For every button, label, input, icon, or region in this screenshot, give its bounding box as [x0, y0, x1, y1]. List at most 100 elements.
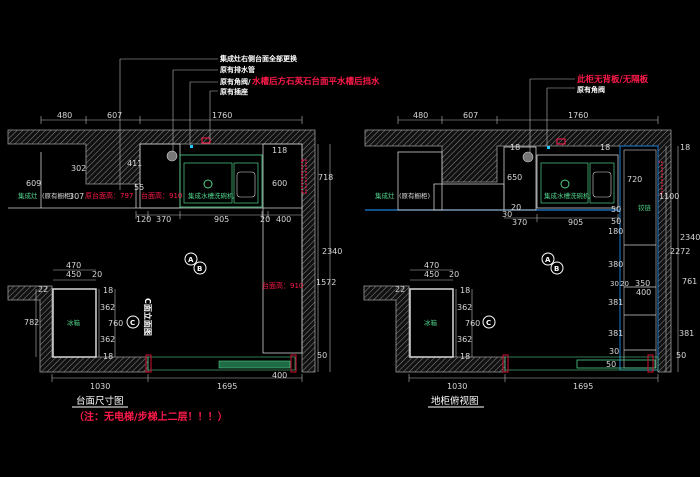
label-fridge: 冰箱: [424, 318, 438, 327]
label-old-cabinet: (原有橱柜): [399, 191, 430, 200]
section-marker-c-icon: C: [126, 315, 140, 329]
dim: 20: [449, 270, 459, 279]
dim-607: 607: [463, 111, 478, 120]
label-hinge: 铰链: [638, 203, 652, 212]
annotation-valve: 原有角阀: [577, 85, 605, 94]
dim: 120: [136, 215, 151, 224]
dim: 350: [635, 279, 650, 288]
section-marker-c-icon: C: [482, 315, 496, 329]
dim: 381: [608, 298, 623, 307]
drawing-note: （注：无电梯/步梯上二层！！！）: [74, 410, 228, 423]
symbol-c: C: [130, 319, 135, 327]
annotation-backsplash: 水槽后方石英石台面平水槽后挡水: [251, 76, 380, 87]
sink-icon: [540, 162, 615, 204]
dim: 760: [465, 319, 480, 328]
label-elevation: C面立面图: [143, 298, 153, 336]
dim: 1695: [217, 382, 237, 391]
dim: 381: [608, 329, 623, 338]
dim: 20: [511, 203, 521, 212]
fridge: [409, 288, 454, 358]
bottom-wall: [363, 285, 506, 373]
symbol-a: A: [188, 256, 194, 264]
label-height: 台面高：910: [141, 191, 182, 200]
dim-480: 480: [57, 111, 72, 120]
dim: 20: [260, 215, 270, 224]
dim-480: 480: [413, 111, 428, 120]
annotation-drain: 原有排水管: [220, 65, 255, 74]
dim: 30: [609, 347, 619, 356]
section-marker-ab-icon: A B: [184, 252, 207, 275]
label-fridge: 冰箱: [67, 318, 81, 327]
section-marker-ab-icon: A B: [541, 252, 564, 275]
dim: 362: [457, 303, 472, 312]
dim: 50: [317, 351, 327, 360]
socket-icon: [201, 137, 211, 144]
drawing-title: 地柜俯视图: [431, 395, 479, 407]
dim: 470: [66, 261, 81, 270]
dim: 362: [100, 303, 115, 312]
dim: 362: [100, 335, 115, 344]
dim: 370: [512, 218, 527, 227]
label-stove: 集成灶: [18, 191, 38, 200]
dim: 18: [460, 286, 470, 295]
dim: 50: [611, 205, 621, 214]
dim: 20: [92, 270, 102, 279]
annotation-no-backboard: 此柜无背板/无隔板: [577, 74, 649, 85]
fridge: [52, 288, 97, 358]
dim: 1030: [90, 382, 110, 391]
dim: 380: [608, 260, 623, 269]
dim: 720: [627, 175, 642, 184]
dim: 470: [424, 261, 439, 270]
dim: 2340: [680, 233, 700, 242]
drawing-title: 台面尺寸图: [76, 395, 124, 407]
dim: 1100: [659, 192, 679, 201]
dim: 22: [395, 285, 405, 294]
label-sink: 集成水槽洗碗机: [544, 191, 590, 200]
dim: 18: [460, 352, 470, 361]
tall-cabinet: [262, 143, 303, 354]
label-old-cabinet: (原有橱柜): [42, 191, 73, 200]
dim: 400: [636, 288, 651, 297]
countertop-plan: 集成灶右侧台面全部更换 原有排水管 原有角阀/ 水槽后方石英石台面平水槽后挡水 …: [7, 54, 380, 423]
dim-1760: 1760: [568, 111, 588, 120]
dim: 650: [507, 173, 522, 182]
dim: 2272: [670, 247, 690, 256]
dim: 761: [682, 277, 697, 286]
top-wall: [364, 129, 672, 373]
annotation-stove-counter: 集成灶右侧台面全部更换: [219, 54, 298, 63]
angle-valve-icon: [190, 145, 193, 148]
dim: 50: [606, 360, 616, 369]
annotation-valve: 原有角阀/: [220, 77, 251, 86]
symbol-a: A: [545, 256, 551, 264]
base-cabinet-plan: 此柜无背板/无隔板 原有角阀 480 607 1760 18 18 18 650…: [363, 74, 700, 408]
symbol-b: B: [197, 265, 202, 273]
dim-1760: 1760: [212, 111, 232, 120]
dim: 18: [103, 286, 113, 295]
dim: 18: [600, 143, 610, 152]
label-old-height: 原台面高：797: [85, 191, 133, 200]
socket-icon: [556, 138, 566, 145]
dim: 905: [568, 218, 583, 227]
label-sink: 集成水槽洗碗机: [188, 191, 234, 200]
dim: 400: [272, 371, 287, 380]
dim: 450: [424, 270, 439, 279]
dim: 905: [214, 215, 229, 224]
dim: 760: [108, 319, 123, 328]
label-stove: 集成灶: [375, 191, 395, 200]
dim: 50: [676, 351, 686, 360]
dim: 1695: [573, 382, 593, 391]
dim: 782: [24, 318, 39, 327]
dim: 400: [276, 215, 291, 224]
dim: 18: [510, 143, 520, 152]
dim: 2340: [322, 247, 342, 256]
dim: 30: [502, 210, 512, 219]
dim: 411: [127, 159, 142, 168]
dim: 180: [608, 227, 623, 236]
dim: 18: [103, 352, 113, 361]
dim: 450: [66, 270, 81, 279]
dim: 600: [272, 179, 287, 188]
bottom-wall: [7, 285, 149, 373]
sliding-door: [218, 360, 291, 369]
sink-icon: [179, 154, 263, 208]
